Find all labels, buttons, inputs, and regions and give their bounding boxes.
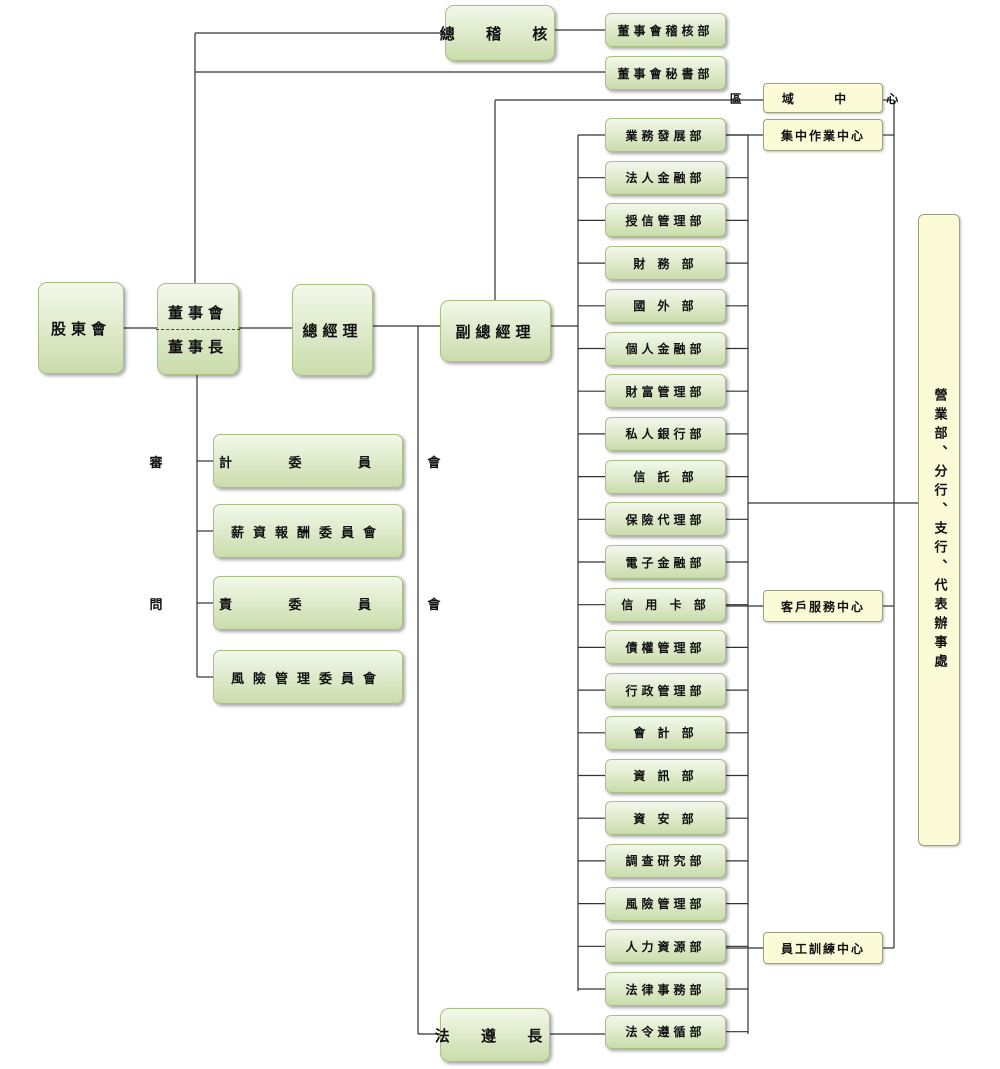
dept-box[interactable]: 保險代理部 [605, 502, 726, 537]
president-box[interactable]: 總經理 [292, 284, 373, 376]
dept-box[interactable]: 債權管理部 [605, 630, 726, 665]
training-center-box[interactable]: 員工訓練中心 [763, 932, 883, 964]
dept-box[interactable]: 法令遵循部 [605, 1014, 726, 1049]
dept-box[interactable]: 信 用 卡 部 [605, 587, 726, 622]
dept-box[interactable]: 會 計 部 [605, 715, 726, 750]
dept-box[interactable]: 行政管理部 [605, 673, 726, 708]
dept-box[interactable]: 信 託 部 [605, 459, 726, 494]
remuneration-committee-box[interactable]: 薪資報酬委員會 [213, 504, 403, 558]
regional-center-box[interactable]: 區 域 中 心 [730, 83, 898, 113]
chief-auditor-box[interactable]: 總 稽 核 [440, 5, 555, 61]
dept-box[interactable]: 法律事務部 [605, 972, 726, 1006]
audit-committee-box[interactable]: 審 計 委 員 會 [149, 434, 441, 488]
chairman-label: 董事長 [167, 337, 228, 356]
shareholders-box[interactable]: 股東會 [38, 282, 124, 374]
risk-committee-box[interactable]: 風險管理委員會 [213, 650, 403, 704]
board-label: 董事會 [167, 303, 228, 322]
accountability-committee-box[interactable]: 問 責 委 員 會 [149, 576, 441, 630]
dept-box[interactable]: 國 外 部 [605, 288, 726, 323]
board-secretariat-dept-box[interactable]: 董事會秘書部 [605, 56, 726, 90]
branches-box[interactable]: 營業部、分行、支行、代表辦事處 [918, 214, 960, 846]
dept-box[interactable]: 風險管理部 [605, 886, 726, 921]
compliance-chief-box[interactable]: 法 遵 長 [435, 1008, 550, 1062]
dept-box[interactable]: 業務發展部 [605, 118, 726, 152]
evp-box[interactable]: 副總經理 [440, 300, 551, 362]
dept-box[interactable]: 授信管理部 [605, 203, 726, 238]
dashed-divider [156, 328, 240, 330]
dept-box[interactable]: 資 安 部 [605, 801, 726, 836]
dept-box[interactable]: 財 務 部 [605, 246, 726, 281]
dept-box[interactable]: 私人銀行部 [605, 416, 726, 451]
ops-center-box[interactable]: 集中作業中心 [763, 119, 883, 151]
dept-box[interactable]: 電子金融部 [605, 545, 726, 579]
dept-box[interactable]: 財富管理部 [605, 374, 726, 409]
customer-center-box[interactable]: 客戶服務中心 [763, 590, 883, 622]
dept-box[interactable]: 調查研究部 [605, 843, 726, 878]
dept-box[interactable]: 法人金融部 [605, 160, 726, 195]
dept-box[interactable]: 人力資源部 [605, 929, 726, 964]
dept-box[interactable]: 個人金融部 [605, 331, 726, 366]
dept-box[interactable]: 資 訊 部 [605, 758, 726, 793]
board-audit-dept-box[interactable]: 董事會稽核部 [605, 13, 726, 47]
board-chairman-box[interactable]: 董事會 董事長 [156, 283, 240, 375]
